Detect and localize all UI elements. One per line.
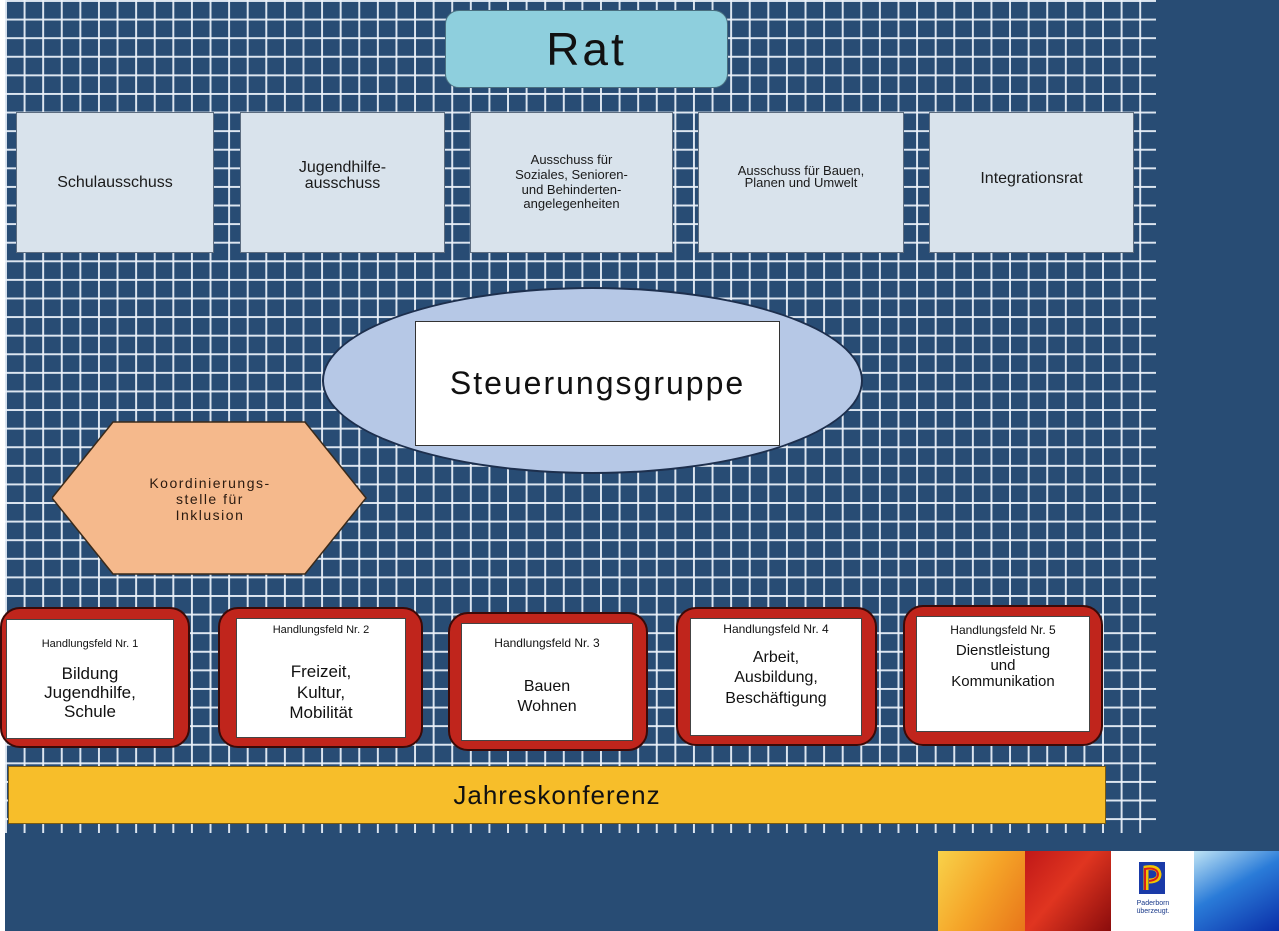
logo-tile-blue — [1194, 851, 1279, 931]
handlungsfeld-3: Handlungsfeld Nr. 3 Bauen Wohnen — [461, 623, 633, 741]
handlungsfeld-3-number: Handlungsfeld Nr. 3 — [494, 636, 600, 650]
handlungsfeld-4-number: Handlungsfeld Nr. 4 — [723, 622, 829, 636]
committee-schulausschuss: Schulausschuss — [16, 112, 214, 253]
rat-box: Rat — [445, 10, 728, 88]
steuerungsgruppe-box: Steuerungsgruppe — [415, 321, 780, 446]
handlungsfeld-2-topic: Freizeit, Kultur, Mobilität — [289, 662, 353, 723]
handlungsfeld-2: Handlungsfeld Nr. 2 Freizeit, Kultur, Mo… — [236, 618, 406, 738]
handlungsfeld-2-number: Handlungsfeld Nr. 2 — [272, 624, 370, 636]
koordinierungsstelle-label: Koordinierungs- stelle für Inklusion — [149, 474, 271, 524]
handlungsfeld-4: Handlungsfeld Nr. 4 Arbeit, Ausbildung, … — [690, 618, 862, 736]
handlungsfeld-5-number: Handlungsfeld Nr. 5 — [950, 623, 1056, 637]
paderborn-logo: Paderborn überzeugt. — [1118, 860, 1188, 928]
handlungsfeld-5-topic: Dienstleistung und Kommunikation — [951, 642, 1055, 690]
jahreskonferenz-bar: Jahreskonferenz — [8, 766, 1106, 824]
committee-bauen: Ausschuss für Bauen, Planen und Umwelt — [698, 112, 904, 253]
handlungsfeld-1-topic: Bildung Jugendhilfe, Schule — [44, 664, 136, 722]
koordinierungsstelle-hexagon — [52, 421, 367, 575]
committee-soziales: Ausschuss für Soziales, Senioren- und Be… — [470, 112, 673, 253]
committee-jugendhilfeausschuss: Jugendhilfe- ausschuss — [240, 112, 445, 253]
logo-tile-yellow — [938, 851, 1025, 931]
handlungsfeld-3-topic: Bauen Wohnen — [517, 678, 577, 715]
logo-tile-red — [1025, 851, 1111, 931]
logo-caption: Paderborn überzeugt. — [1136, 900, 1170, 915]
handlungsfeld-5: Handlungsfeld Nr. 5 Dienstleistung und K… — [916, 616, 1090, 732]
handlungsfeld-4-topic: Arbeit, Ausbildung, Beschäftigung — [725, 649, 827, 707]
handlungsfeld-1: Handlungsfeld Nr. 1 Bildung Jugendhilfe,… — [6, 619, 174, 739]
paderborn-p-icon — [1139, 862, 1165, 894]
handlungsfeld-1-number: Handlungsfeld Nr. 1 — [41, 638, 139, 650]
committee-integrationsrat: Integrationsrat — [929, 112, 1134, 253]
